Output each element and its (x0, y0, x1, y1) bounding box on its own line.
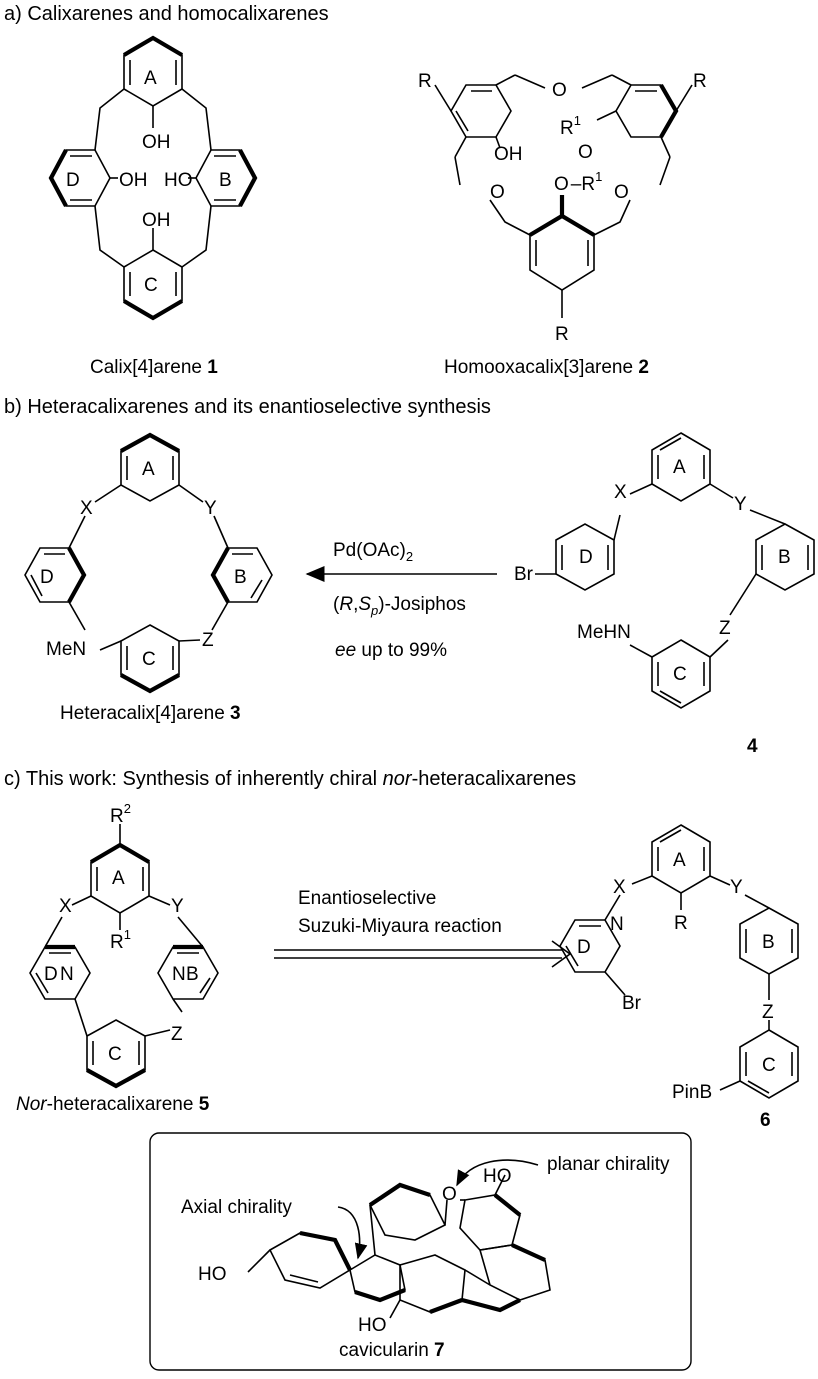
oh-label: OH (142, 210, 171, 231)
homooxacalixarene-2-structure (434, 74, 693, 318)
ether-o-label: O (552, 80, 567, 101)
ring-label-c: C (142, 649, 156, 670)
ring-label-b: B (778, 547, 791, 568)
br-label: Br (622, 993, 642, 1014)
y-linker: Y (730, 877, 743, 898)
ring-label-a: A (142, 459, 155, 480)
z-linker: Z (202, 630, 214, 651)
r-substituent: R (674, 913, 688, 934)
ring-label-b: B (186, 964, 199, 985)
y-linker: Y (171, 896, 184, 917)
ring-label-d: D (40, 567, 54, 588)
ether-o-label: O (490, 182, 505, 203)
compound-4-label: 4 (747, 736, 758, 757)
ho-label: HO (358, 1315, 387, 1336)
heteracalixarene-3-structure (24, 432, 273, 694)
pinb-label: PinB (672, 1082, 712, 1103)
ring-label-d: D (66, 170, 80, 191)
ring-label-d: D (44, 964, 58, 985)
catalyst-label: Pd(OAc)2 (333, 540, 413, 564)
oh-label: OH (119, 170, 148, 191)
cavicularin-7-structure (247, 1174, 551, 1319)
nor-heteracalixarene-5-structure (29, 824, 219, 1089)
pyridine-n-label: N (610, 914, 624, 935)
y-linker: Y (204, 498, 217, 519)
z-linker: Z (762, 1002, 774, 1023)
compound-4-structure (535, 432, 815, 709)
axial-chirality-label: Axial chirality (181, 1197, 292, 1218)
section-c-title: c) This work: Synthesis of inherently ch… (4, 768, 576, 790)
ring-label-d: D (577, 937, 591, 958)
compound-6-structure (559, 824, 799, 1099)
y-linker: Y (734, 494, 747, 515)
or1-o-label: O (578, 142, 593, 163)
compound-2-caption: Homooxacalix[3]arene 2 (444, 357, 649, 378)
reaction-c-line1: Enantioselective (298, 888, 436, 909)
x-linker: X (613, 877, 626, 898)
ee-label: ee up to 99% (335, 640, 447, 661)
ether-o-label: O (614, 182, 629, 203)
calixarene-1-structure (48, 35, 258, 321)
z-linker: Z (719, 618, 731, 639)
compound-3-caption: Heteracalix[4]arene 3 (60, 703, 241, 724)
z-linker: Z (171, 1024, 183, 1045)
ring-label-a: A (673, 457, 686, 478)
ring-label-b: B (762, 932, 775, 953)
planar-chirality-label: planar chirality (547, 1154, 670, 1175)
r-substituent: R (693, 71, 707, 92)
ho-label: HO (483, 1166, 512, 1187)
r-substituent: R (418, 71, 432, 92)
ring-label-b: B (219, 170, 232, 191)
retrosynthesis-arrow (274, 940, 572, 968)
reaction-c-line2: Suzuki-Miyaura reaction (298, 916, 502, 937)
ring-label-a: A (673, 850, 686, 871)
ring-label-b: B (234, 567, 247, 588)
ho-label: HO (164, 170, 193, 191)
men-label: MeN (46, 639, 86, 660)
section-b-title: b) Heteracalixarenes and its enantiosele… (4, 396, 491, 418)
section-a-title: a) Calixarenes and homocalixarenes (4, 3, 329, 25)
r1-label: R1 (560, 113, 581, 139)
ring-label-c: C (108, 1044, 122, 1065)
compound-6-label: 6 (760, 1110, 771, 1131)
oh-label: OH (494, 144, 523, 165)
planar-chirality-arrow (456, 1159, 539, 1187)
ring-label-c: C (762, 1055, 776, 1076)
pyridine-n-label: N (172, 964, 186, 985)
ring-label-a: A (144, 68, 157, 89)
ring-label-c: C (673, 664, 687, 685)
br-label: Br (514, 564, 534, 585)
compound-7-caption: cavicularin 7 (339, 1340, 445, 1361)
ether-o-label: O (442, 1184, 457, 1205)
x-linker: X (614, 482, 627, 503)
compound-1-caption: Calix[4]arene 1 (90, 357, 218, 378)
x-linker: X (59, 896, 72, 917)
r-substituent: R (555, 324, 569, 345)
ring-label-a: A (112, 868, 125, 889)
oh-label: OH (142, 132, 171, 153)
ring-label-d: D (579, 547, 593, 568)
axial-chirality-arrow (337, 1206, 368, 1260)
ring-label-c: C (144, 275, 158, 296)
r2-label: R2 (110, 801, 131, 827)
r1-label: R1 (110, 927, 131, 953)
ho-label: HO (198, 1264, 227, 1285)
compound-5-caption: Nor-heteracalixarene 5 (16, 1094, 210, 1115)
mehn-label: MeHN (577, 622, 631, 643)
x-linker: X (80, 498, 93, 519)
pyridine-n-label: N (60, 964, 74, 985)
or1-label: O–R1 (554, 169, 602, 195)
ligand-label: (R,Sp)-Josiphos (333, 594, 466, 618)
cavicularin-box (149, 1132, 692, 1371)
